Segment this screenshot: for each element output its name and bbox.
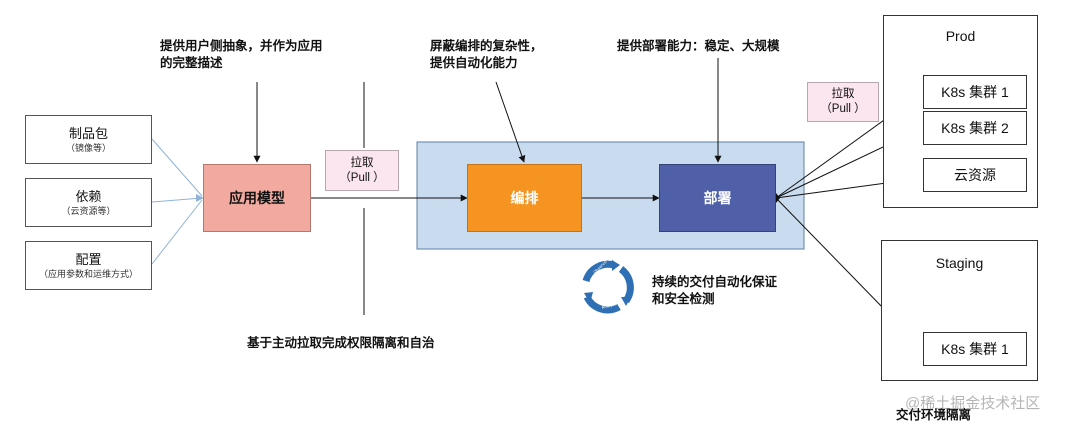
staging-title: Staging <box>935 255 984 271</box>
cycle-icon-label-act: Act <box>621 284 628 292</box>
source-config: 配置 （应用参数和运维方式） <box>25 241 152 290</box>
orchestrate-note: 屏蔽编排的复杂性， 提供自动化能力 <box>430 38 590 72</box>
app-model-note: 提供用户侧抽象，并作为应用 的完整描述 <box>160 38 380 72</box>
pull-left-line1: 拉取 <box>350 156 374 169</box>
cycle-icon: Observe Act Analyze <box>582 259 634 314</box>
continuous-note-line1: 持续的交付自动化保证 <box>652 275 778 289</box>
source-dependency-title: 依赖 <box>75 188 102 204</box>
source-dependency-sub: （云资源等） <box>61 205 116 216</box>
orchestrate-note-line1: 屏蔽编排的复杂性， <box>430 39 543 53</box>
prod-cloud-resource: 云资源 <box>923 158 1027 192</box>
pull-right-line2: （Pull ） <box>820 103 866 115</box>
deploy-box: 部署 <box>659 164 776 232</box>
prod-title: Prod <box>945 28 976 44</box>
pull-label-left: 拉取 （Pull ） <box>325 150 399 191</box>
source-config-title: 配置 <box>75 251 102 267</box>
continuous-note-line2: 和安全检测 <box>652 292 715 306</box>
pull-right-line1: 拉取 <box>831 88 855 100</box>
orchestrate-box: 编排 <box>467 164 582 232</box>
source-artifact-sub: （镜像等） <box>65 142 111 153</box>
app-model-box: 应用模型 <box>203 164 311 232</box>
continuous-delivery-note: 持续的交付自动化保证 和安全检测 <box>652 274 822 308</box>
link-artifact <box>151 138 203 197</box>
link-config <box>151 199 203 265</box>
cycle-icon-label-analyze: Analyze <box>601 301 618 310</box>
prod-k8s-cluster-2: K8s 集群 2 <box>923 111 1027 145</box>
source-artifact: 制品包 （镜像等） <box>25 115 152 164</box>
app-model-note-line1: 提供用户侧抽象，并作为应用 <box>160 39 323 53</box>
isolation-note: 基于主动拉取完成权限隔离和自治 <box>247 336 435 350</box>
link-dependency <box>151 197 203 203</box>
pull-label-right: 拉取 （Pull ） <box>807 82 879 122</box>
source-config-sub: （应用参数和运维方式） <box>38 268 138 279</box>
arrow-orchestrate-note <box>495 81 526 163</box>
watermark: @稀土掘金技术社区 <box>905 395 1041 412</box>
source-dependency: 依赖 （云资源等） <box>25 178 152 227</box>
pull-left-line2: （Pull ） <box>339 171 385 184</box>
app-model-note-line2: 的完整描述 <box>160 56 223 70</box>
deploy-note-line1: 提供部署能力：稳定、大规模 <box>617 39 780 53</box>
deploy-note: 提供部署能力：稳定、大规模 <box>617 38 837 55</box>
environment-isolation-label: 交付环境隔离 <box>896 408 972 422</box>
source-artifact-title: 制品包 <box>68 125 108 141</box>
orchestrate-note-line2: 提供自动化能力 <box>430 56 518 70</box>
staging-k8s-cluster-1: K8s 集群 1 <box>923 332 1027 366</box>
prod-k8s-cluster-1: K8s 集群 1 <box>923 75 1027 109</box>
